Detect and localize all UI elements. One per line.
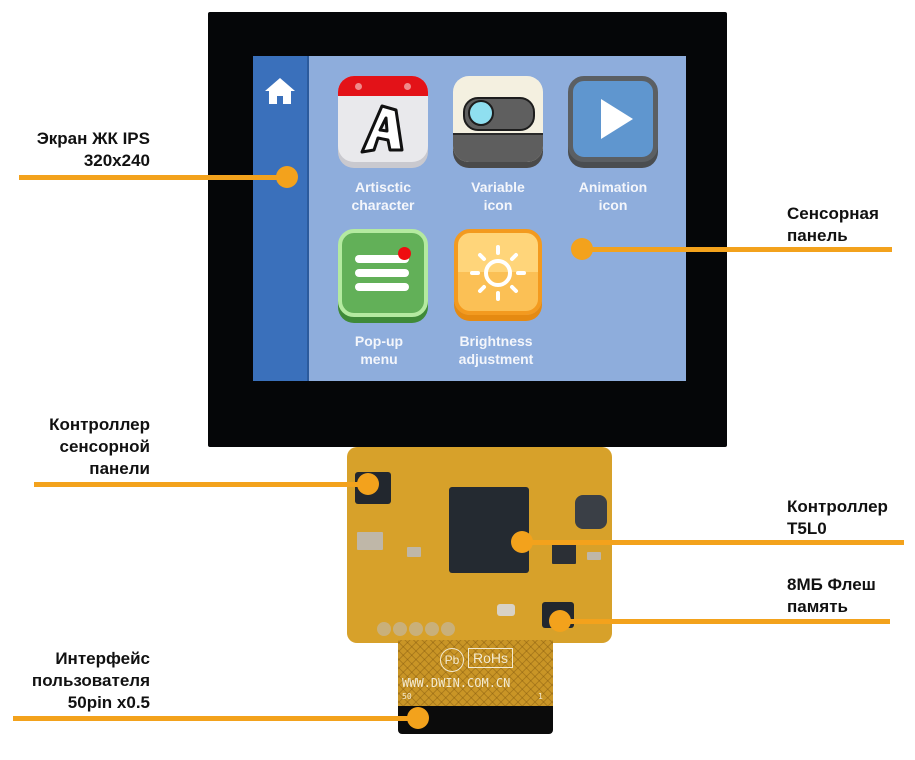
app-label-artistic: Artisctic character — [323, 178, 443, 214]
callout-dot-interface — [407, 707, 429, 729]
screen-sidebar — [253, 56, 309, 381]
manufacturer-url: WWW.DWIN.COM.CN — [402, 676, 511, 690]
label-interface: Интерфейс пользователя 50pin x0.5 — [0, 648, 150, 714]
crystal — [497, 604, 515, 616]
app-label-brightness: Brightness adjustment — [436, 332, 556, 368]
artistic-character-icon[interactable] — [338, 76, 428, 162]
smd-component — [357, 532, 383, 550]
callout-line-touch-controller — [34, 482, 368, 487]
label-line: Интерфейс — [55, 649, 150, 668]
pin-50-mark: 50 — [402, 692, 412, 701]
callout-dot-screen — [276, 166, 298, 188]
app-label-line: Pop-up — [354, 333, 404, 349]
label-line: панель — [787, 226, 848, 245]
app-label-popup: Pop-up menu — [319, 332, 439, 368]
label-line: 320x240 — [83, 151, 150, 170]
app-label-line: Variable — [471, 179, 525, 195]
callout-dot-flash — [549, 610, 571, 632]
app-label-variable: Variable icon — [438, 178, 558, 214]
test-pad — [409, 622, 423, 636]
label-line: Сенсорная — [787, 204, 879, 223]
label-line: Экран ЖК IPS — [36, 129, 150, 148]
brightness-icon[interactable] — [454, 229, 542, 315]
callout-line-flash — [560, 619, 890, 624]
rohs-mark: RoHs — [468, 648, 514, 668]
app-label-line: Animation — [578, 179, 648, 195]
smd-component — [587, 552, 601, 560]
test-pad — [393, 622, 407, 636]
test-pad — [441, 622, 455, 636]
app-label-line: icon — [598, 197, 628, 213]
callout-line-interface — [13, 716, 418, 721]
label-flash: 8МБ Флеш память — [787, 574, 876, 618]
label-line: сенсорной — [59, 437, 150, 456]
smd-component — [407, 547, 421, 557]
label-main-controller: Контроллер T5L0 — [787, 496, 888, 540]
app-label-line: character — [351, 197, 415, 213]
callout-dot-touch-controller — [357, 473, 379, 495]
variable-icon[interactable] — [453, 76, 543, 162]
main-controller-chip — [449, 487, 529, 573]
label-line: память — [787, 597, 848, 616]
label-touch-panel: Сенсорная панель — [787, 203, 879, 247]
label-screen: Экран ЖК IPS 320x240 — [0, 128, 150, 172]
callout-line-screen — [19, 175, 287, 180]
callout-line-main-controller — [522, 540, 904, 545]
app-label-line: Brightness — [459, 333, 533, 349]
label-line: T5L0 — [787, 519, 827, 538]
pb-free-mark: Pb — [440, 648, 464, 672]
popup-menu-icon[interactable] — [338, 229, 428, 317]
label-line: 8МБ Флеш — [787, 575, 876, 594]
home-icon[interactable] — [263, 76, 297, 106]
app-label-line: adjustment — [458, 351, 534, 367]
pcb-board — [347, 447, 612, 643]
label-line: Контроллер — [787, 497, 888, 516]
pin-1-mark: 1 — [538, 692, 543, 701]
callout-line-touch-panel — [582, 247, 892, 252]
flex-cable: Pb RoHs WWW.DWIN.COM.CN 50 1 — [398, 640, 553, 710]
label-line: панели — [89, 459, 150, 478]
label-touch-controller: Контроллер сенсорной панели — [0, 414, 150, 480]
label-line: Контроллер — [49, 415, 150, 434]
test-pad — [425, 622, 439, 636]
app-label-animation: Animation icon — [553, 178, 673, 214]
callout-dot-main-controller — [511, 531, 533, 553]
app-label-line: icon — [483, 197, 513, 213]
callout-dot-touch-panel — [571, 238, 593, 260]
app-label-line: Artisctic — [354, 179, 412, 195]
inductor — [575, 495, 607, 529]
smd-component — [552, 542, 576, 564]
label-line: 50pin x0.5 — [67, 693, 150, 712]
animation-icon[interactable] — [568, 76, 658, 162]
app-label-line: menu — [360, 351, 398, 367]
test-pad — [377, 622, 391, 636]
label-line: пользователя — [31, 671, 150, 690]
